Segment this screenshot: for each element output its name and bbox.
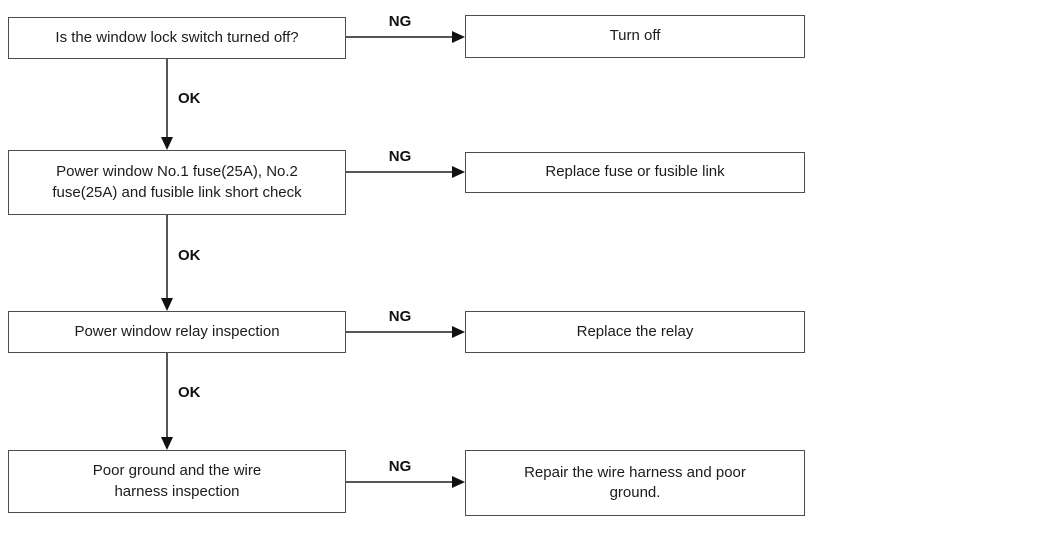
check-box-window-lock-switch: Is the window lock switch turned off? [8,17,346,59]
remedy-text: Replace the relay [576,322,694,340]
check-text: Is the window lock switch turned off? [55,28,299,46]
ng-arrow-line [346,331,452,333]
check-box-relay-inspection: Power window relay inspection [8,311,346,353]
remedy-text: Turn off [609,27,661,45]
remedy-box-repair-harness: Repair the wire harness and poor ground. [465,450,805,516]
ng-label: NG [388,148,412,165]
right-arrowhead-icon [452,326,465,338]
remedy-box-turn-off: Turn off [465,15,805,58]
ok-arrow-line [166,353,168,437]
ok-label: OK [178,90,201,107]
down-arrowhead-icon [161,437,173,450]
check-text: Power window No.1 fuse(25A), No.2 fuse(2… [52,163,302,201]
right-arrowhead-icon [452,166,465,178]
check-text: Poor ground and the wire harness inspect… [92,462,262,500]
check-box-fuse-short-check: Power window No.1 fuse(25A), No.2 fuse(2… [8,150,346,215]
ng-arrow-line [346,481,452,483]
ok-label: OK [178,384,201,401]
remedy-text: Replace fuse or fusible link [545,163,725,181]
ng-label: NG [388,308,412,325]
ng-arrow-line [346,36,452,38]
remedy-box-replace-fuse: Replace fuse or fusible link [465,152,805,193]
ok-label: OK [178,247,201,264]
down-arrowhead-icon [161,137,173,150]
ng-label: NG [388,13,412,30]
ng-arrow-line [346,171,452,173]
ok-arrow-line [166,215,168,298]
remedy-box-replace-relay: Replace the relay [465,311,805,353]
ok-arrow-line [166,59,168,137]
check-text: Power window relay inspection [74,322,280,340]
check-box-ground-harness-inspection: Poor ground and the wire harness inspect… [8,450,346,513]
right-arrowhead-icon [452,476,465,488]
ng-label: NG [388,458,412,475]
right-arrowhead-icon [452,31,465,43]
remedy-text: Repair the wire harness and poor ground. [524,463,746,501]
down-arrowhead-icon [161,298,173,311]
